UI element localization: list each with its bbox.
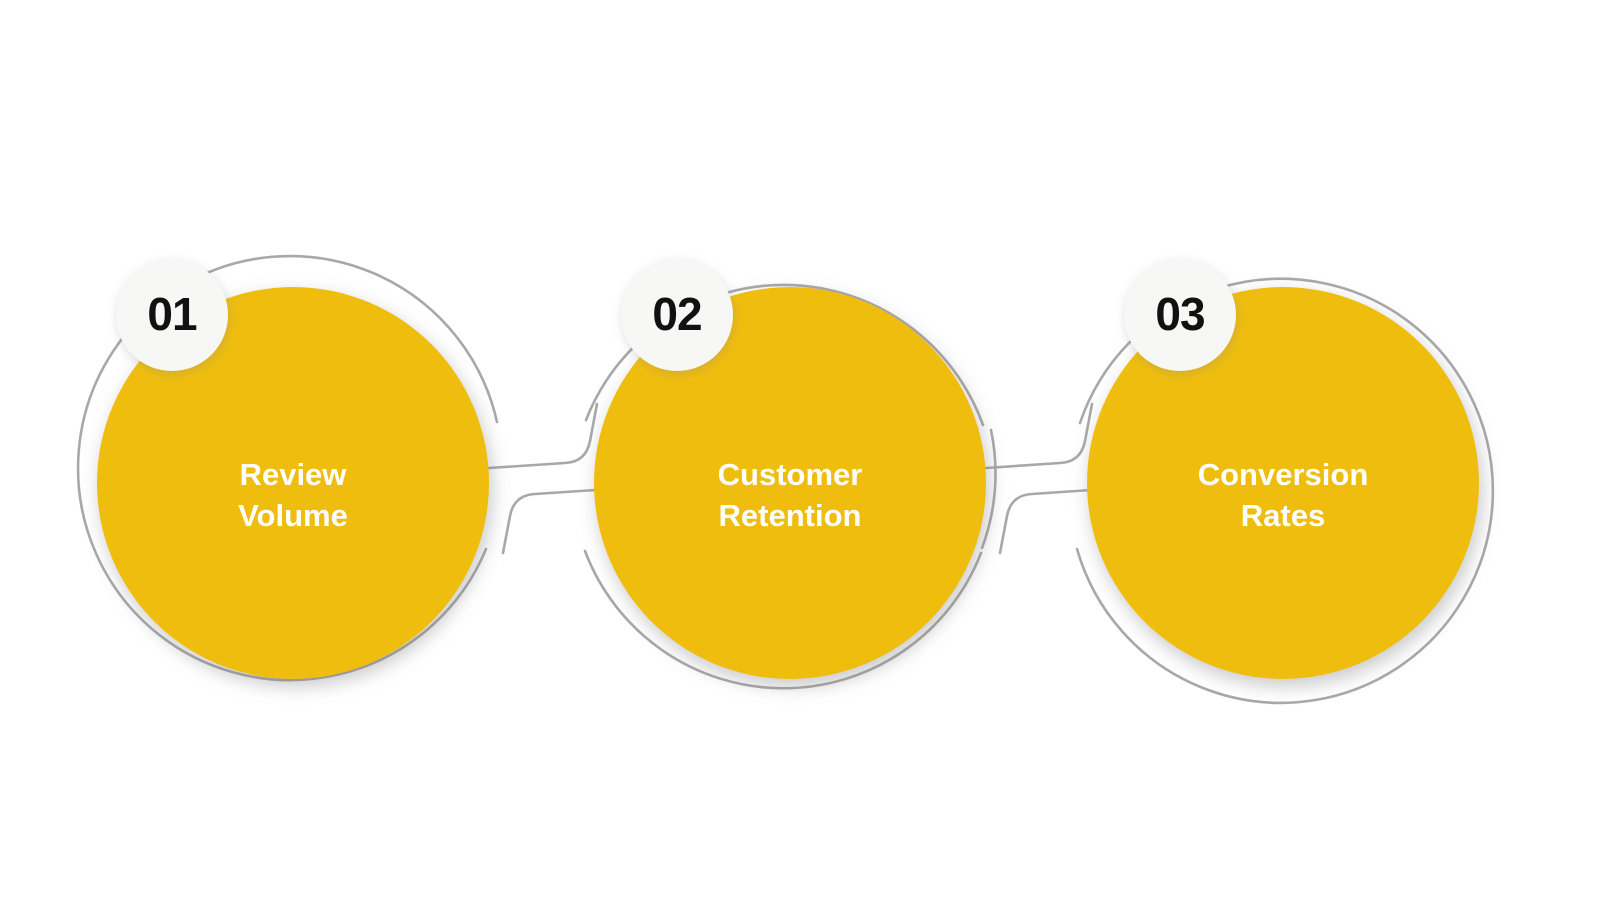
connector-01-02-lower <box>501 487 613 555</box>
disc-step-01[interactable] <box>97 287 489 679</box>
disc-label-step-02-line2: Retention <box>719 498 862 533</box>
outer-ring-step-02-right <box>980 428 997 550</box>
disc-label-group: Review Volume Customer Retention Convers… <box>238 457 1368 533</box>
badge-step-02[interactable]: 02 <box>621 259 733 371</box>
badge-number-step-03: 03 <box>1155 288 1204 340</box>
disc-step-03[interactable] <box>1087 287 1479 679</box>
disc-group <box>97 287 1479 679</box>
connector-02-03-upper <box>984 402 1094 470</box>
badge-circle-step-03 <box>1124 259 1236 371</box>
disc-label-step-03-line2: Rates <box>1241 498 1325 533</box>
disc-label-step-02-line1: Customer <box>718 457 863 492</box>
disc-label-step-01-line2: Volume <box>238 498 348 533</box>
disc-step-02[interactable] <box>594 287 986 679</box>
connector-01-02-upper <box>487 402 599 470</box>
outer-ring-step-02-left <box>584 283 985 427</box>
badge-number-step-02: 02 <box>652 288 701 340</box>
badge-group: 01 02 03 <box>116 259 1236 371</box>
connector-02-03-lower <box>998 487 1108 555</box>
disc-label-step-01-line1: Review <box>240 457 348 492</box>
disc-label-step-03-line1: Conversion <box>1198 457 1369 492</box>
connector-group <box>487 402 1108 555</box>
outer-ring-step-02-bottom <box>583 549 983 690</box>
badge-step-03[interactable]: 03 <box>1124 259 1236 371</box>
badge-step-01[interactable]: 01 <box>116 259 228 371</box>
badge-number-step-01: 01 <box>147 288 197 340</box>
badge-circle-step-01 <box>116 259 228 371</box>
outer-ring-step-01 <box>76 254 499 682</box>
badge-circle-step-02 <box>621 259 733 371</box>
